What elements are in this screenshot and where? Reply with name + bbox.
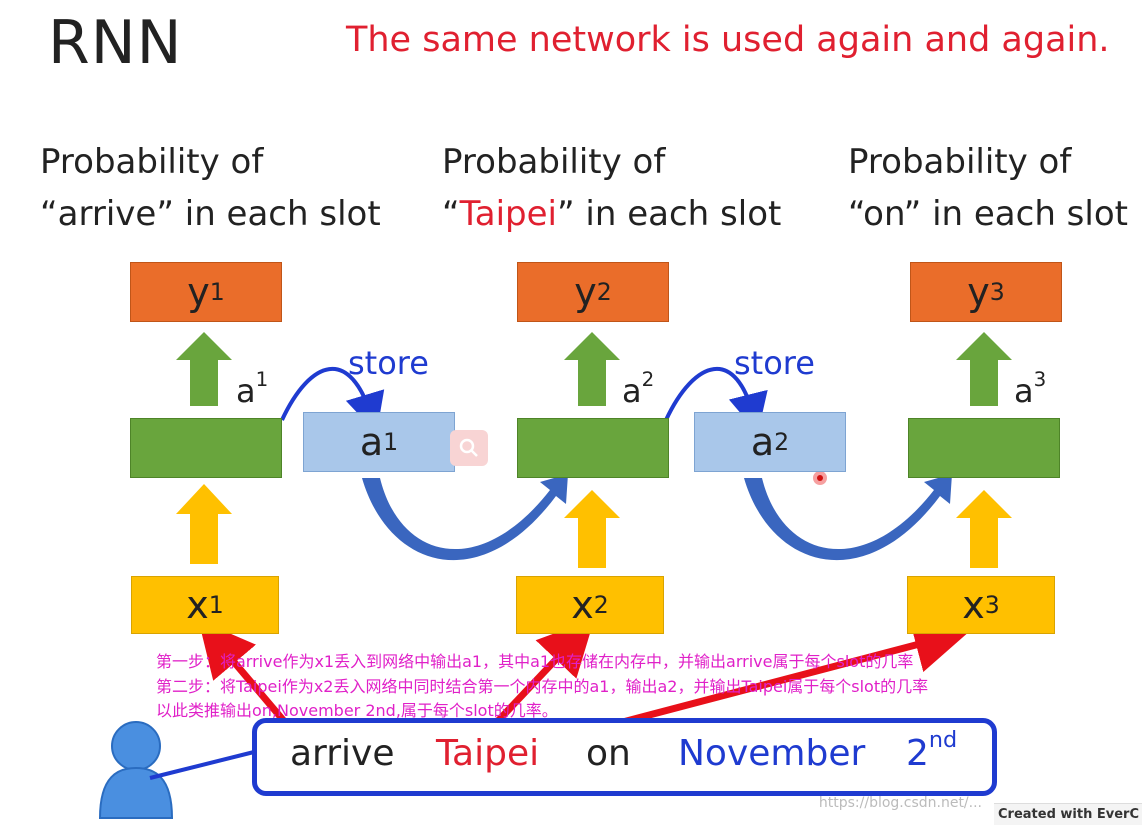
- word-taipei: Taipei: [436, 733, 540, 774]
- store-arrow-1: [280, 367, 385, 434]
- evernote-badge: Created with EverC: [994, 803, 1142, 825]
- magnifier-glyph: [459, 438, 478, 457]
- prob-line1: Probability of: [442, 142, 666, 182]
- word-on: on: [586, 733, 631, 774]
- watermark-text: https://blog.csdn.net/...: [818, 795, 982, 811]
- memory-feed-arrow-2: [744, 474, 952, 561]
- yellow-up-arrow-3: [956, 490, 1012, 568]
- hidden-output-label-2: a2: [622, 368, 655, 410]
- prob-line1: Probability of: [40, 142, 264, 182]
- note-line-3: 以此类推输出on,November 2nd,属于每个slot的几率。: [156, 701, 558, 720]
- cursor-dot: [813, 471, 827, 485]
- page-title: RNN: [48, 8, 183, 78]
- prob-word: arrive: [57, 194, 157, 234]
- hidden-box-1: [130, 418, 282, 478]
- hidden-box-3: [908, 418, 1060, 478]
- note-line-2: 第二步：将Taipei作为x2丢入网络中同时结合第一个内存中的a1，输出a2，并…: [156, 677, 929, 696]
- user-icon: [98, 721, 174, 819]
- prob-line1: Probability of: [848, 142, 1072, 182]
- page-subtitle: The same network is used again and again…: [346, 20, 1110, 60]
- prob-word: on: [863, 194, 904, 234]
- hidden-output-label-1: a1: [236, 368, 269, 410]
- store-label-2: store: [734, 344, 815, 382]
- yellow-up-arrow-1: [176, 484, 232, 564]
- search-icon[interactable]: [450, 430, 488, 466]
- store-arrow-2: [664, 367, 768, 434]
- word-november: November: [678, 733, 866, 774]
- hidden-box-2: [517, 418, 669, 478]
- green-up-arrow-3: [956, 332, 1012, 406]
- memory-feed-arrow-1: [362, 474, 568, 561]
- hidden-output-label-3: a3: [1014, 368, 1047, 410]
- speech-tail: [149, 750, 255, 780]
- word-2nd: 2nd: [906, 727, 958, 774]
- red-arrow-3: [599, 617, 971, 732]
- yellow-up-arrow-2: [564, 490, 620, 568]
- prob-caption-1: Probability of “arrive” in each slot: [40, 136, 381, 240]
- green-up-arrow-2: [564, 332, 620, 406]
- note-line-1: 第一步：将arrive作为x1丢入到网络中输出a1，其中a1也存储在内存中，并输…: [156, 652, 914, 671]
- prob-word: Taipei: [459, 194, 557, 234]
- green-up-arrow-1: [176, 332, 232, 406]
- sentence-bubble: [252, 718, 997, 796]
- store-label-1: store: [348, 344, 429, 382]
- prob-caption-2: Probability of “Taipei” in each slot: [442, 136, 781, 240]
- word-arrive: arrive: [290, 733, 395, 774]
- prob-caption-3: Probability of “on” in each slot: [848, 136, 1128, 240]
